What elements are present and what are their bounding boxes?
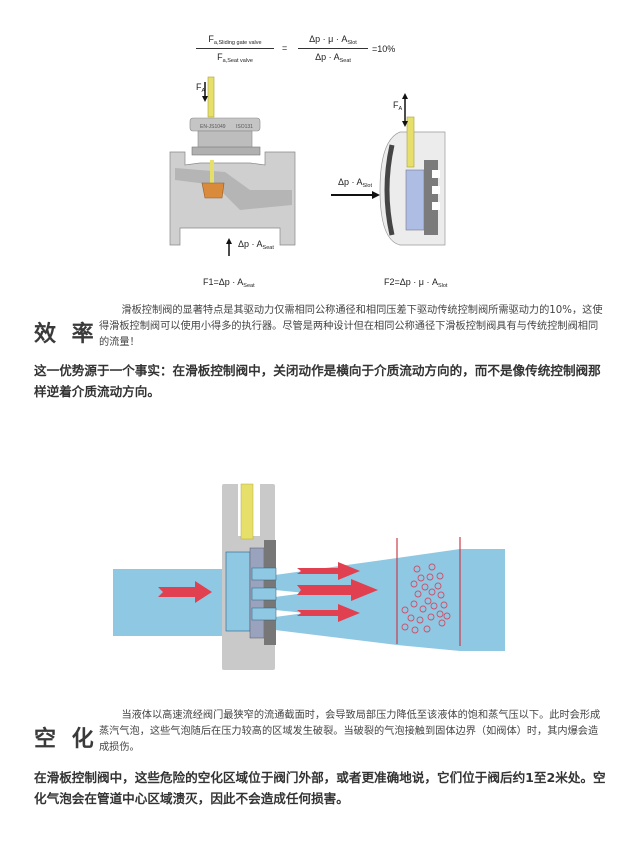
formula-subscript: a,Seat valve bbox=[222, 58, 253, 64]
cavitation-emphasis: 在滑板控制阀中，这些危险的空化区域位于阀门外部，或者更准确地说，它们位于阀后约1… bbox=[34, 770, 606, 806]
formula-left-fraction: Fa,Sliding gate valve Fa,Seat valve bbox=[196, 34, 274, 64]
f1-label: F1=Δp · ASeat bbox=[203, 277, 255, 289]
formula-text: F bbox=[217, 52, 223, 62]
formula-subscript: a,Sliding gate valve bbox=[213, 40, 262, 46]
formula-result: =10% bbox=[372, 44, 396, 54]
formula-text: F bbox=[208, 34, 214, 44]
nameplate-text: EN-JS1049 bbox=[200, 124, 226, 130]
formula-right-fraction: Δp · μ · ASlot Δp · ASeat bbox=[298, 34, 368, 64]
fa-right-label: FA bbox=[393, 100, 403, 112]
slot-force-label: Δp · ASlot bbox=[338, 177, 373, 189]
formula-subscript: Slot bbox=[347, 40, 357, 46]
cavitation-bubbles bbox=[401, 563, 451, 634]
valve-comparison-figure: EN-JS1049 ISO131 bbox=[169, 76, 446, 256]
f2-label: F2=Δp · μ · ASlot bbox=[384, 277, 448, 289]
fa-left-label: FA bbox=[196, 82, 206, 94]
efficiency-paragraph: 滑板控制阀的显著特点是其驱动力仅需相同公称通径和相同压差下驱动传统控制阀所需驱动… bbox=[99, 305, 603, 348]
flow-diagram bbox=[113, 483, 505, 670]
cavitation-figure bbox=[113, 483, 505, 670]
efficiency-title: 效 率 bbox=[34, 322, 98, 347]
seat-valve-drawing: EN-JS1049 ISO131 bbox=[169, 76, 296, 256]
seat-force-label: Δp · ASeat bbox=[238, 239, 274, 251]
nameplate-text: ISO131 bbox=[236, 124, 253, 130]
efficiency-emphasis: 这一优势源于一个事实：在滑板控制阀中，关闭动作是横向于介质流动方向的，而不是像传… bbox=[34, 363, 601, 399]
sliding-gate-valve-drawing bbox=[331, 93, 446, 246]
formula-text: Δp · A bbox=[315, 52, 340, 62]
formula-text: Δp · μ · A bbox=[309, 34, 348, 44]
formula-subscript: Seat bbox=[339, 58, 351, 64]
formula-equals: = bbox=[282, 43, 288, 53]
cavitation-title: 空 化 bbox=[34, 727, 98, 752]
cavitation-paragraph: 当液体以高速流经阀门最狭窄的流通截面时，会导致局部压力降低至该液体的饱和蒸气压以… bbox=[99, 710, 601, 753]
